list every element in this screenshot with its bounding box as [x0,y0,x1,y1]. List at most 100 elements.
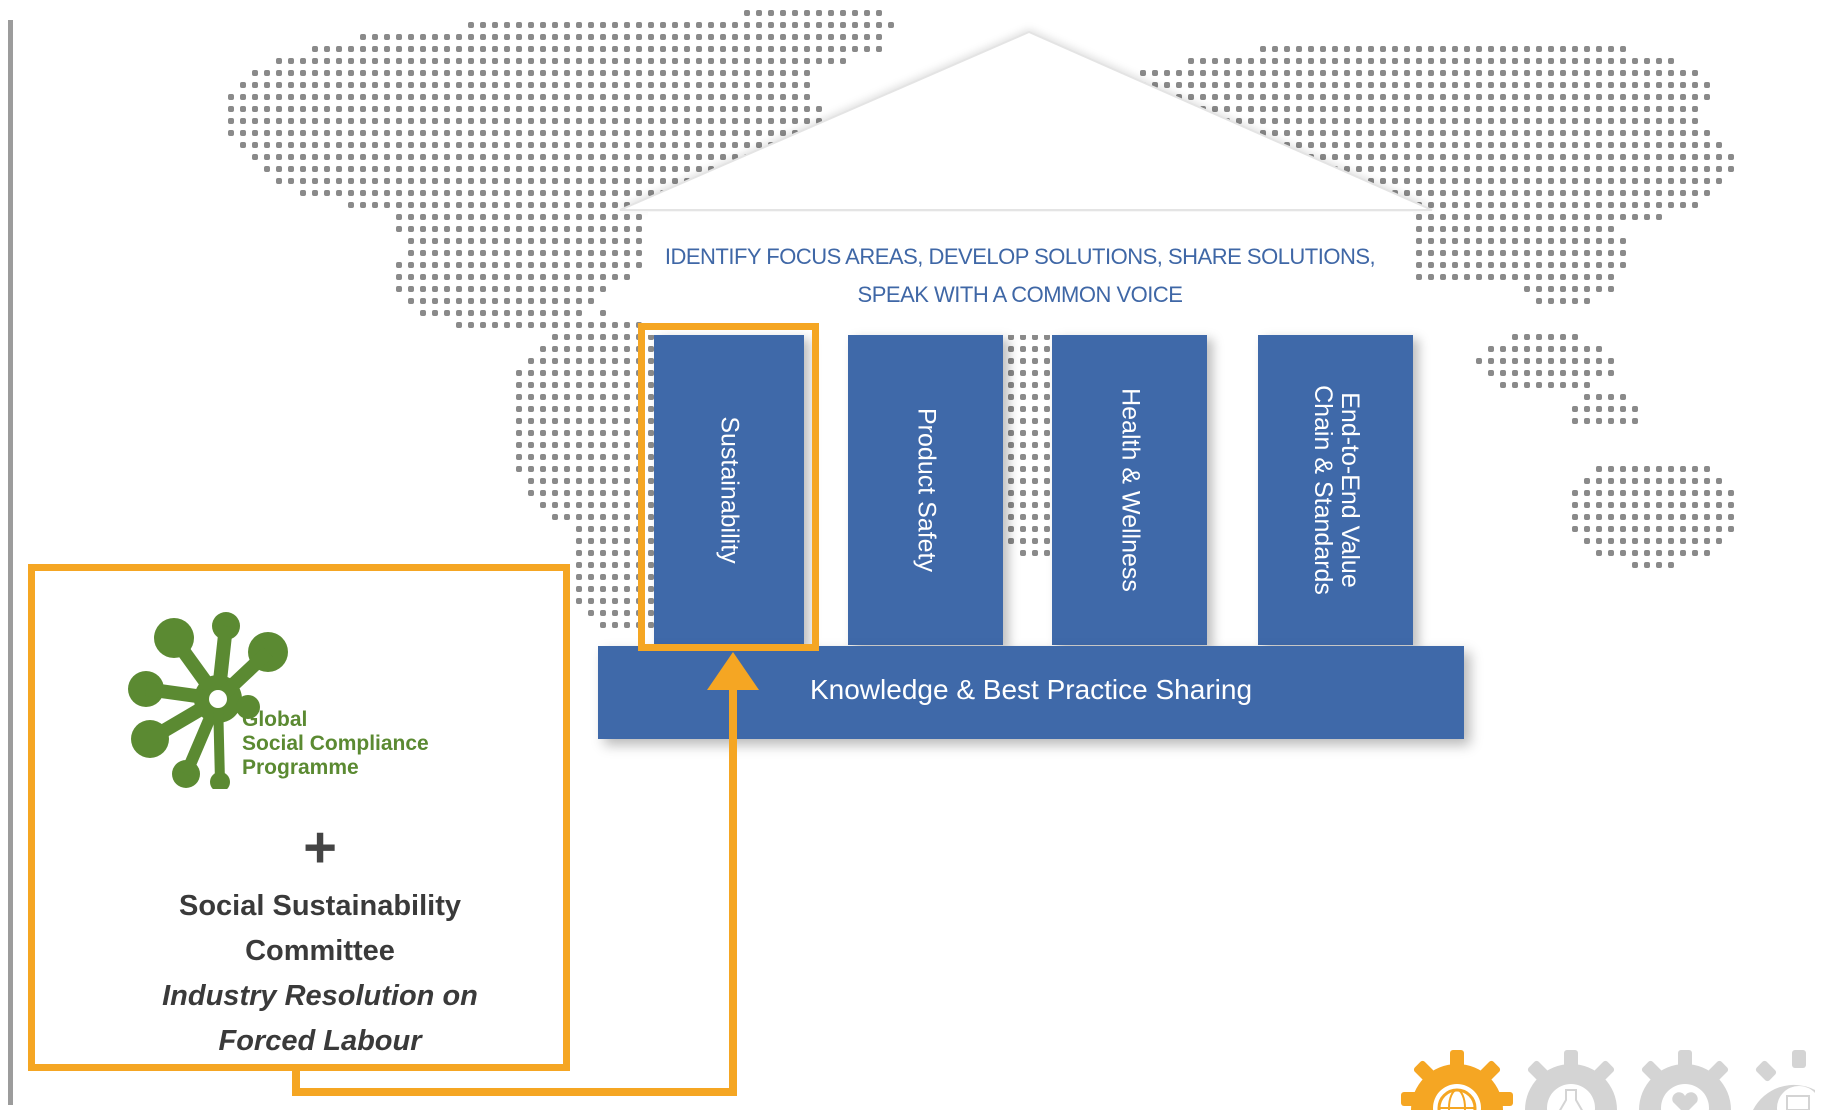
flask-gear-icon[interactable] [1525,1050,1617,1110]
map-dot [624,214,630,220]
map-dot [732,70,738,76]
map-dot [576,586,582,592]
map-dot [636,238,642,244]
map-dot [624,394,630,400]
map-dot [336,166,342,172]
factory-gear-icon[interactable] [1753,1050,1815,1110]
map-dot [312,70,318,76]
map-dot [1308,46,1314,52]
map-dot [504,34,510,40]
map-dot [1380,118,1386,124]
map-dot [324,106,330,112]
map-dot [252,82,258,88]
map-dot [624,406,630,412]
map-dot [1344,118,1350,124]
map-dot [612,358,618,364]
map-dot [480,46,486,52]
map-dot [1152,70,1158,76]
map-dot [504,322,510,328]
map-dot [312,154,318,160]
map-dot [348,46,354,52]
map-dot [564,34,570,40]
map-dot [600,478,606,484]
map-dot [540,262,546,268]
map-dot [540,70,546,76]
map-dot [1044,358,1050,364]
map-dot [564,310,570,316]
map-dot [636,178,642,184]
map-dot [780,94,786,100]
map-dot [1008,502,1014,508]
map-dot [1404,70,1410,76]
map-dot [384,94,390,100]
map-dot [528,166,534,172]
map-dot [1188,58,1194,64]
map-dot [396,166,402,172]
map-dot [528,358,534,364]
map-dot [612,238,618,244]
map-dot [528,106,534,112]
map-dot [468,310,474,316]
map-dot [648,94,654,100]
map-dot [612,454,618,460]
map-dot [708,34,714,40]
map-dot [564,298,570,304]
map-dot [348,142,354,148]
map-dot [540,118,546,124]
map-dot [792,58,798,64]
map-dot [612,118,618,124]
map-dot [624,514,630,520]
map-dot [420,298,426,304]
map-dot [336,46,342,52]
map-dot [600,46,606,52]
map-dot [1392,154,1398,160]
map-dot [576,202,582,208]
map-dot [396,70,402,76]
map-dot [648,406,654,412]
map-dot [480,250,486,256]
map-dot [1260,118,1266,124]
map-dot [816,22,822,28]
map-dot [1320,130,1326,136]
map-dot [612,466,618,472]
map-dot [1272,106,1278,112]
map-dot [276,154,282,160]
map-dot [804,94,810,100]
map-dot [600,214,606,220]
map-dot [480,226,486,232]
globe-gear-icon[interactable] [1401,1050,1513,1110]
map-dot [360,106,366,112]
map-dot [600,190,606,196]
map-dot [516,58,522,64]
map-dot [468,70,474,76]
map-dot [528,22,534,28]
map-dot [420,154,426,160]
map-dot [660,166,666,172]
map-dot [408,46,414,52]
map-dot [576,370,582,376]
map-dot [372,166,378,172]
map-dot [624,550,630,556]
heart-gear-icon[interactable] [1639,1050,1731,1110]
map-dot [372,154,378,160]
map-dot [648,142,654,148]
map-dot [564,442,570,448]
map-dot [1032,418,1038,424]
map-dot [600,586,606,592]
map-dot [1020,358,1026,364]
map-dot [1020,514,1026,520]
map-dot [480,70,486,76]
map-dot [504,58,510,64]
map-dot [600,526,606,532]
map-dot [1380,142,1386,148]
map-dot [624,274,630,280]
map-dot [564,154,570,160]
map-dot [1032,538,1038,544]
map-dot [1356,142,1362,148]
map-dot [564,262,570,268]
map-dot [384,202,390,208]
map-dot [276,70,282,76]
map-dot [720,82,726,88]
map-dot [624,58,630,64]
map-dot [408,70,414,76]
